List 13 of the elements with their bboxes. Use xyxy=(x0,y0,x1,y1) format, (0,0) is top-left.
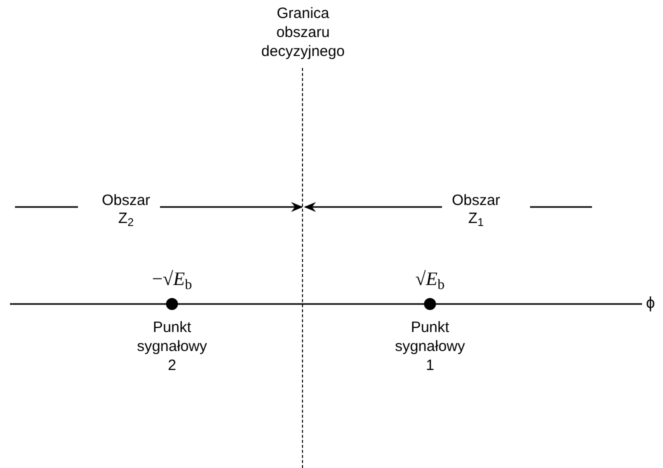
arrow xyxy=(304,202,442,212)
region-label: Obszar Z$_{1}$ xyxy=(450,192,502,228)
point-label: Punkt sygnałowy 1 xyxy=(394,318,466,375)
math-label: −√E$_{b}$ xyxy=(151,270,193,289)
math-label: √E$_{b}$ xyxy=(414,270,446,289)
boundary-label: Granica obszaru decyzyjnego xyxy=(260,4,346,61)
decision-boundary-line xyxy=(302,68,305,468)
arrow xyxy=(160,202,303,212)
signal-point xyxy=(424,298,436,310)
point-label: Punkt sygnałowy 2 xyxy=(136,318,208,375)
region-label: Obszar Z$_{2}$ xyxy=(100,192,152,228)
axis-label: ϕ xyxy=(646,295,655,313)
signal-point xyxy=(166,298,178,310)
